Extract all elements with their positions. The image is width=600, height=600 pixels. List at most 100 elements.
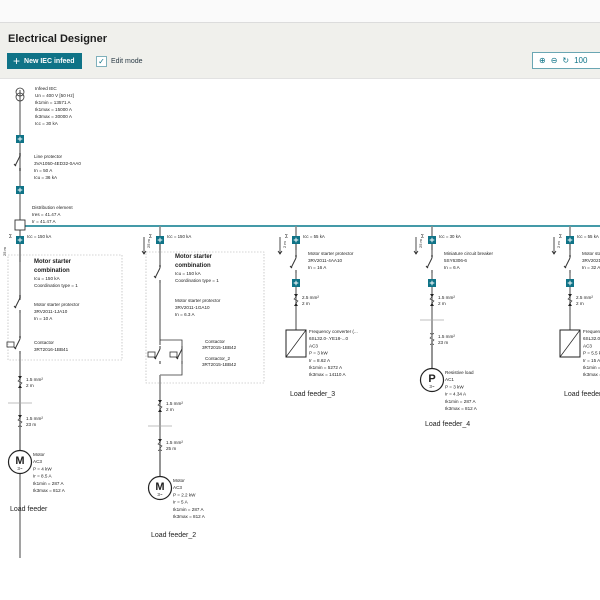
trip-icon (175, 356, 179, 360)
cable-label: 1.5 mm² (166, 440, 183, 445)
plus-icon (17, 136, 23, 142)
edit-mode-toggle[interactable]: ✓ Edit mode (96, 56, 143, 67)
load-info: Ik3max = 812 A (173, 514, 206, 519)
protector-info: 3RV2011-4AA10 (308, 258, 342, 263)
load-info: AC3 (309, 343, 318, 348)
arrow-down-icon (551, 237, 557, 255)
cable-label: 2 m (438, 301, 446, 306)
add-element-button[interactable] (156, 236, 164, 244)
trip-icon (13, 163, 17, 167)
zoom-level: 100 (574, 56, 588, 65)
load-info: Ik1min = 287 A (173, 507, 204, 512)
sigma-icon: Σ (559, 234, 562, 240)
add-element-button[interactable] (16, 135, 24, 143)
protector-info: 3RV2011-1JA10 (34, 309, 68, 314)
load-info: Motor (33, 452, 45, 457)
switch-icon (154, 346, 161, 364)
plus-icon: + (13, 54, 21, 68)
load-info: Motor (173, 478, 185, 483)
motor-starter-combination-box (145, 251, 265, 384)
load-info: AC3 (33, 459, 42, 464)
load-info: Ik3max = ... (583, 372, 600, 377)
distribution-info: Ires = 41.47 A (32, 212, 61, 217)
length-label: 2 m (282, 241, 287, 248)
cable-wave-icon (429, 296, 435, 304)
transformer-icon (15, 87, 25, 97)
protector-info: 5SY6306-6 (444, 258, 467, 263)
cable-label: 23 m (438, 340, 448, 345)
load-info: Ir = 8.62 A (309, 358, 331, 363)
load-info: P = 5.5 kW (583, 351, 600, 356)
cable-icon (294, 294, 298, 306)
converter-diagonal (559, 329, 581, 358)
add-element-button[interactable] (292, 279, 300, 287)
protector-info: Motor starter protector (34, 302, 80, 307)
load-info: P = 3 kW (309, 351, 328, 356)
zoom-out-icon[interactable]: ⊖ (550, 56, 558, 65)
add-element-button[interactable] (566, 279, 574, 287)
cable-label: 23 m (26, 422, 36, 427)
plus-icon (17, 187, 23, 193)
load-info: Ik1min = 5272 A (309, 365, 343, 370)
contactor-coil-icon (169, 351, 178, 358)
protector-info: In = 10 A (34, 316, 53, 321)
infeed-info: Infeed IEC (35, 86, 57, 91)
distribution-info: Distribution element (32, 205, 73, 210)
add-element-button[interactable] (16, 186, 24, 194)
load-info: Frequency converter (... (309, 329, 358, 334)
infeed-info: Un = 400 V [50 Hz] (35, 93, 74, 98)
load-info: Ir = 4.34 A (445, 392, 467, 397)
arrow-down-icon (277, 237, 283, 255)
combo-title: Motor starter (34, 259, 72, 265)
trip-icon (13, 305, 17, 309)
switch-icon (564, 255, 571, 273)
load-info: P = 4 kW (33, 466, 52, 471)
cable-label: 1.5 mm² (438, 334, 455, 339)
sigma-icon: Σ (9, 234, 12, 240)
motor-icon (7, 449, 33, 475)
length-label: 25 m (418, 238, 423, 248)
load-info: Ik3max = 812 A (33, 488, 66, 493)
add-element-button[interactable] (566, 236, 574, 244)
cable-label: 2.5 mm² (302, 295, 319, 300)
cable-label: 2 m (166, 407, 174, 412)
line-protector-info: Line protector (34, 154, 63, 159)
load-info: 6SL32.0-.YE18-...0 (309, 336, 349, 341)
line-protector-info: 3VA1050-4ED32-0AA0 (34, 161, 81, 166)
zoom-in-icon[interactable]: ⊕ (539, 56, 546, 65)
reset-zoom-icon[interactable]: ↻ (562, 56, 570, 65)
cable-label: 1.5 mm² (166, 401, 183, 406)
sigma-icon: Σ (285, 234, 288, 240)
edit-mode-checkbox[interactable]: ✓ (96, 56, 107, 67)
motor-icon (147, 475, 173, 501)
load-info: 6SL32.0-... (583, 336, 600, 341)
icc-label: Icc = 150 kA (167, 234, 191, 239)
trip-icon (563, 265, 567, 269)
plus-icon (567, 280, 573, 286)
feeder-name: Load feeder (10, 506, 48, 513)
combo-title: combination (34, 268, 70, 274)
contactor-info: Contactor (34, 340, 54, 345)
feeder-name: Load feeder_4 (425, 421, 470, 428)
new-iec-infeed-button[interactable]: + New IEC infeed (7, 53, 82, 69)
load-symbol: M (15, 455, 24, 467)
add-element-button[interactable] (16, 236, 24, 244)
add-element-button[interactable] (428, 279, 436, 287)
cable-label: 2 m (26, 383, 34, 388)
load-info: Ir = 15 A (583, 358, 600, 363)
trip-icon (425, 265, 429, 269)
load-info: Ik3max = 812 A (445, 406, 478, 411)
cable-icon (158, 400, 162, 412)
plus-icon (429, 237, 435, 243)
cable-wave-icon (17, 378, 23, 386)
cable-icon (18, 376, 22, 388)
switch-icon (176, 346, 183, 364)
cable-icon (568, 294, 572, 306)
add-element-button[interactable] (428, 236, 436, 244)
add-element-button[interactable] (292, 236, 300, 244)
distribution-element[interactable] (14, 219, 26, 231)
header: Electrical Designer + New IEC infeed ✓ E… (0, 23, 600, 79)
icc-label: Icc = 55 kA (577, 234, 599, 239)
protector-info: Motor starter protector (582, 251, 600, 256)
